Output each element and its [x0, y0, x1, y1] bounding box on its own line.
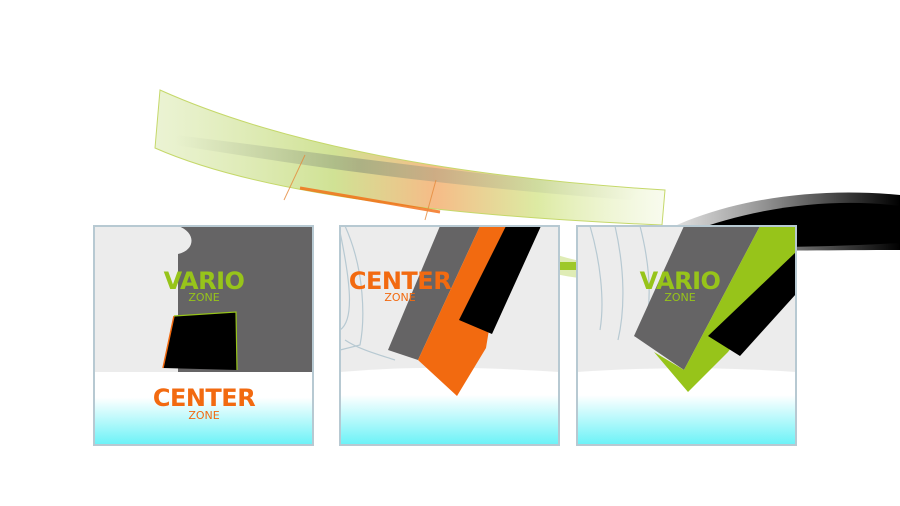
- vario-edge-green: [654, 226, 796, 392]
- vario-zone-sub: ZONE: [664, 291, 695, 304]
- panel-3: VARIO ZONE: [576, 225, 797, 446]
- panel-2: CENTER ZONE: [339, 225, 560, 446]
- center-zone-title: CENTER: [349, 267, 451, 295]
- panel-1: VARIO ZONE CENTER ZONE: [93, 225, 314, 446]
- edge-block-black: [459, 226, 541, 334]
- vario-zone-sub: ZONE: [188, 291, 219, 304]
- center-zone-title: CENTER: [153, 384, 255, 412]
- vario-zone-title: VARIO: [640, 267, 721, 295]
- ski-edge-gray: [388, 226, 480, 360]
- edge-block-black: [163, 312, 237, 370]
- ski-edge-gray: [634, 226, 760, 370]
- vario-zone-title: VARIO: [164, 267, 245, 295]
- center-zone-sub: ZONE: [384, 291, 415, 304]
- center-zone-sub: ZONE: [188, 409, 219, 422]
- edge-block-black: [708, 252, 796, 356]
- center-edge-orange: [418, 226, 506, 396]
